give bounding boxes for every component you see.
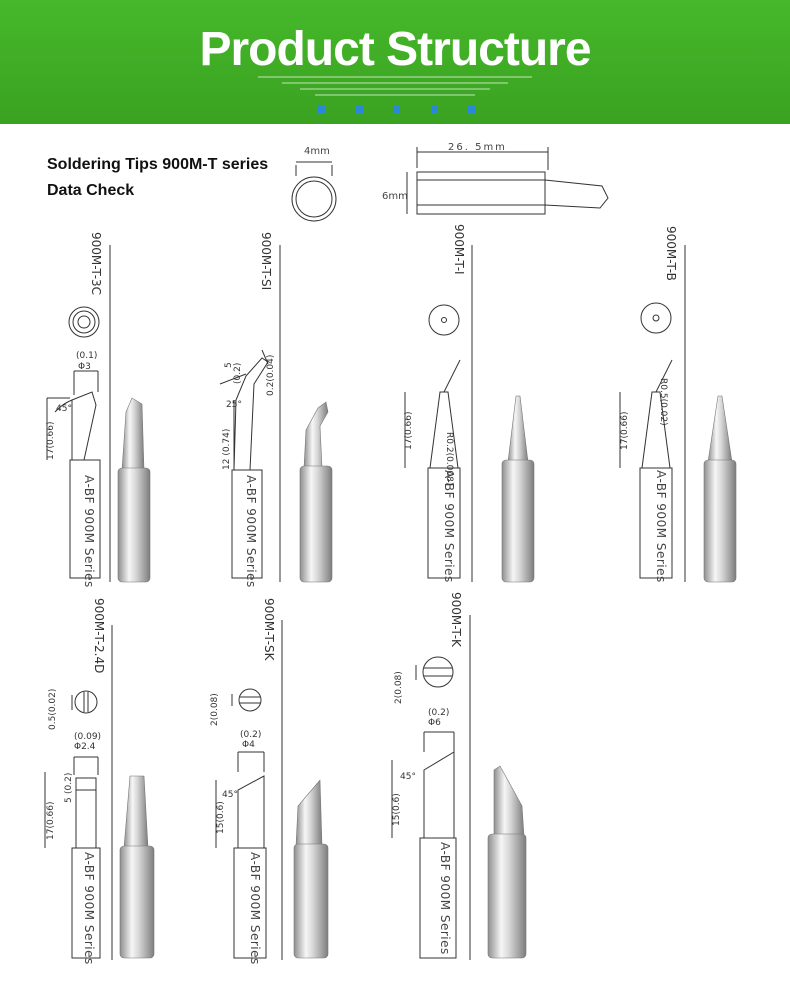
banner-decor-line <box>315 94 475 96</box>
dim-label: (0.2) <box>64 772 74 794</box>
banner-decor-line <box>300 88 490 90</box>
model-label: 900M-T-K <box>449 592 463 647</box>
dim-label: 5 <box>64 797 74 803</box>
tip-photos <box>117 395 737 959</box>
tip-si-drawing <box>219 349 269 579</box>
banner-dot <box>393 106 400 113</box>
tip-k-drawing <box>391 656 457 959</box>
banner-decor-line <box>258 76 532 78</box>
dim-label: 17(0.66) <box>620 411 630 450</box>
dim-label: (0.2) <box>428 708 450 718</box>
side-view-drawing <box>406 147 609 215</box>
dim-label: 17(0.66) <box>404 411 414 450</box>
dim-label: 17(0.66) <box>46 801 56 840</box>
brand-text: A-BF 900M Series <box>438 842 452 955</box>
model-label: 900M-T-3C <box>89 232 103 296</box>
banner-dot <box>318 106 325 113</box>
model-label: 900M-T-B <box>664 226 678 281</box>
dim-label: (0.2) <box>233 362 243 384</box>
dim-label: 17(0.66) <box>46 421 56 460</box>
dim-label: 12 (0.74) <box>222 428 232 470</box>
length-label: 26. 5mm <box>448 142 507 153</box>
section-heading: Soldering Tips 900M-T series <box>47 156 269 173</box>
model-label: 900M-T-SK <box>262 598 276 661</box>
brand-text: A-BF 900M Series <box>248 852 262 965</box>
tip-2-4d-drawing <box>44 690 101 959</box>
ring-diameter-label: 4mm <box>304 146 330 157</box>
dim-label: Φ4 <box>242 740 255 750</box>
dim-label: 45° <box>56 404 72 414</box>
dim-label: (0.2) <box>240 730 262 740</box>
dim-label: 15(0.6) <box>216 801 226 834</box>
dim-label: 0.5(0.02) <box>48 688 58 730</box>
section-subheading: Data Check <box>47 182 135 199</box>
dim-label: 15(0.6) <box>392 793 402 826</box>
brand-text: A-BF 900M Series <box>442 470 456 583</box>
ring-drawing <box>291 161 337 222</box>
tip-3c-drawing <box>46 306 101 579</box>
header-banner: Product Structure <box>0 0 790 124</box>
brand-text: A-BF 900M Series <box>82 475 96 588</box>
tip-i-drawing <box>404 304 461 579</box>
dim-label: (0.1) <box>76 351 98 361</box>
tip-b-drawing <box>619 302 673 579</box>
dim-label: 2(0.08) <box>394 671 404 704</box>
model-label: 900M-T-2.4D <box>92 598 106 674</box>
dim-label: Φ2.4 <box>74 742 96 752</box>
brand-text: A-BF 900M Series <box>244 475 258 588</box>
dim-label: Φ6 <box>428 718 441 728</box>
dim-label: (0.09) <box>74 732 102 742</box>
dim-label: 25° <box>226 400 242 410</box>
banner-decor-line <box>282 82 508 84</box>
tip-sk-drawing <box>215 688 267 959</box>
dim-label: 0.2(0.04) <box>266 354 276 396</box>
model-label: 900M-T-I <box>452 224 466 275</box>
dim-label: 45° <box>400 772 416 782</box>
banner-dot <box>468 106 475 113</box>
banner-dot <box>356 106 363 113</box>
dim-label: R0.2(0.008) <box>444 432 454 486</box>
banner-title: Product Structure <box>199 23 591 76</box>
height-label: 6mm <box>382 191 408 202</box>
dim-label: Φ3 <box>78 362 91 372</box>
dim-label: 2(0.08) <box>210 693 220 726</box>
dim-label: 45° <box>222 790 238 800</box>
brand-text: A-BF 900M Series <box>654 470 668 583</box>
model-label: 900M-T-SI <box>259 232 273 291</box>
dim-label: R0.5(0.02) <box>658 378 668 426</box>
brand-text: A-BF 900M Series <box>82 852 96 965</box>
banner-dot <box>431 106 438 113</box>
